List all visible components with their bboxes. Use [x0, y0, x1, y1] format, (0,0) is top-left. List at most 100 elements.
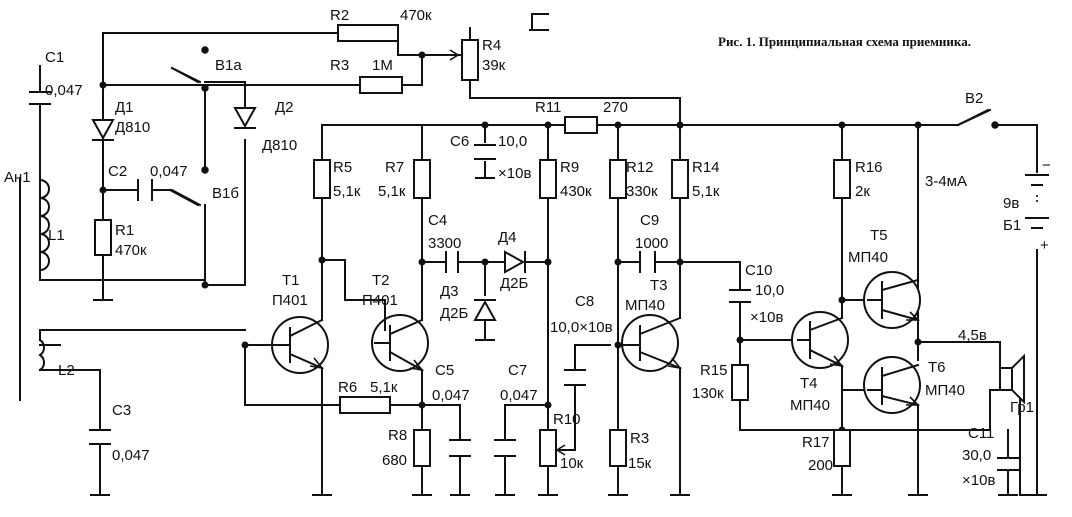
- label-R14-value: 5,1к: [692, 183, 720, 200]
- resistors: [94, 24, 851, 467]
- label-battery-ref: Б1: [1003, 217, 1021, 234]
- label-C11-voltage: ×10в: [962, 472, 995, 489]
- label-T1-ref: T1: [282, 272, 300, 289]
- label-T2-ref: T2: [372, 272, 390, 289]
- label-R2-value: 470к: [400, 7, 432, 24]
- label-R14-ref: R14: [692, 159, 720, 176]
- label-C9-value: 1000: [635, 235, 668, 252]
- label-Gr1: Гр1: [1010, 399, 1034, 416]
- label-current: 3-4мА: [925, 173, 967, 190]
- label-D3-value: Д2Б: [440, 305, 469, 322]
- transistor-T3: [617, 314, 682, 372]
- battery-B1: [1025, 174, 1049, 229]
- label-L2: L2: [58, 362, 75, 379]
- transistor-T2: [371, 313, 429, 372]
- diodes: [91, 107, 526, 321]
- resistor-R13: [609, 429, 627, 467]
- label-R6-ref: R6: [338, 379, 357, 396]
- label-R11-ref: R11: [535, 99, 561, 116]
- label-C6-voltage: ×10в: [498, 165, 531, 182]
- switch-B1a: [170, 66, 202, 84]
- switches: [170, 66, 992, 207]
- resistor-R4: [461, 39, 479, 81]
- transistor-T1: [271, 316, 329, 374]
- label-L1: L1: [48, 227, 65, 244]
- label-C6-ref: C6: [450, 133, 469, 150]
- label-D4-value: Д2Б: [500, 275, 529, 292]
- label-C6-value: 10,0: [498, 133, 527, 150]
- label-D1-value: Д810: [115, 119, 150, 136]
- label-R11-value: 270: [603, 99, 628, 116]
- resistor-R2: [337, 24, 399, 42]
- label-R13-ref: R3: [630, 430, 649, 447]
- label-R17-value: 200: [808, 457, 833, 474]
- label-C5-value: 0,047: [432, 387, 470, 404]
- label-R16-ref: R16: [855, 159, 883, 176]
- label-R9-value: 430к: [560, 183, 592, 200]
- switch-B1b: [170, 188, 202, 207]
- label-C11-value: 30,0: [962, 447, 991, 464]
- label-R1-ref: R1: [115, 222, 134, 239]
- resistor-R5: [313, 159, 331, 199]
- label-Ant: Ан1: [4, 169, 31, 186]
- resistor-R12: [609, 159, 627, 199]
- label-C4-value: 3300: [428, 235, 461, 252]
- label-C10-value: 10,0: [755, 282, 784, 299]
- label-C9-ref: C9: [640, 212, 659, 229]
- speaker-Gr1: [999, 353, 1025, 405]
- resistor-R3-body: [359, 76, 403, 94]
- inductors: [19, 105, 246, 401]
- label-C10-ref: C10: [745, 262, 773, 279]
- label-T6-value: МП40: [925, 382, 965, 399]
- label-R8-ref: R8: [388, 427, 407, 444]
- label-R10-value: 10к: [560, 455, 584, 472]
- label-C1-ref: C1: [45, 49, 64, 66]
- label-R6-value: 5,1к: [370, 379, 398, 396]
- label-R12-ref: R12: [626, 159, 654, 176]
- label-R15-value: 130к: [692, 385, 724, 402]
- label-C2-ref: C2: [108, 163, 127, 180]
- ground-symbols: [90, 29, 1047, 496]
- label-T4-ref: T4: [800, 375, 818, 392]
- label-D2-value: Д810: [262, 137, 297, 154]
- figure-caption: Рис. 1. Принципиальная схема приемника.: [718, 34, 971, 49]
- transistor-T6: [863, 356, 921, 414]
- label-T1-value: П401: [272, 292, 308, 309]
- label-B1b: B1б: [212, 185, 239, 202]
- label-battery-plus: +: [1040, 237, 1049, 254]
- label-B2: B2: [965, 90, 983, 107]
- resistor-R10: [539, 429, 557, 467]
- labels: C1 0,047 Д1 Д810 C2 0,047 R1 470к R2 470…: [4, 7, 1051, 489]
- label-R12-value: 330к: [626, 183, 658, 200]
- coil-L1: [38, 178, 50, 272]
- label-R5-value: 5,1к: [333, 183, 361, 200]
- label-C8-ref: C8: [575, 293, 594, 310]
- resistor-R1: [94, 219, 112, 256]
- label-C2-value: 0,047: [150, 163, 188, 180]
- transistor-T5: [863, 271, 921, 329]
- resistor-R16: [833, 159, 851, 199]
- label-C3-ref: C3: [112, 402, 131, 419]
- label-T5-ref: T5: [870, 227, 888, 244]
- label-R5-ref: R5: [333, 159, 352, 176]
- label-R7-ref: R7: [385, 159, 404, 176]
- switch-B2: [956, 108, 992, 127]
- resistor-R6: [339, 396, 391, 414]
- label-C5-ref: C5: [435, 362, 454, 379]
- transistors: [271, 271, 921, 414]
- label-T3-ref: T3: [650, 277, 668, 294]
- capacitors: [29, 91, 1019, 471]
- label-R4-ref: R4: [482, 37, 501, 54]
- label-R15-ref: R15: [700, 362, 728, 379]
- label-R9-ref: R9: [560, 159, 579, 176]
- resistor-R8: [413, 429, 431, 467]
- label-T6-ref: T6: [928, 359, 946, 376]
- coil-L2: [38, 338, 46, 372]
- label-B1a: B1а: [215, 57, 242, 74]
- label-D4-ref: Д4: [498, 229, 517, 246]
- label-C1-value: 0,047: [45, 82, 83, 99]
- label-D1-ref: Д1: [115, 99, 134, 116]
- label-volt45: 4,5в: [958, 327, 987, 344]
- label-D3-ref: Д3: [440, 283, 459, 300]
